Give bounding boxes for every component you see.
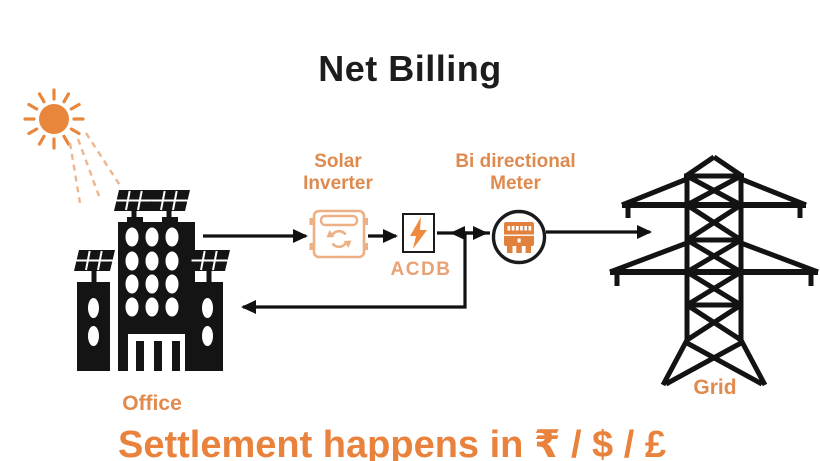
lightning-icon [410,217,427,249]
office-label: Office [122,392,182,415]
transmission-tower-icon [609,154,819,387]
acdb-box [402,213,435,253]
arrow-return-to-office [241,233,467,314]
sync-arrows-icon [331,229,347,249]
sun-rays [23,88,85,150]
meter-label-line2: Meter [490,173,541,194]
meter-body [504,222,534,253]
meter-label: Bi directional Meter [448,151,583,195]
office-building-icon [73,189,231,371]
inverter-display [319,214,359,227]
meter-label-line1: Bi directional [455,151,576,172]
settlement-text: Settlement happens in ₹ / $ / £ [117,424,666,461]
windows [88,227,213,346]
acdb-label: ACDB [390,259,452,280]
solar-inverter-label-line2: Inverter [303,173,373,194]
grid-label: Grid [693,376,737,399]
solar-inverter-label-line1: Solar [314,151,362,172]
bidirectional-meter-icon [491,209,547,265]
sun-disc [39,104,69,134]
inverter-icon [309,209,368,259]
solar-inverter-label: Solar Inverter [293,151,383,195]
sun-icon [23,88,123,204]
page-title: Net Billing [318,48,502,89]
